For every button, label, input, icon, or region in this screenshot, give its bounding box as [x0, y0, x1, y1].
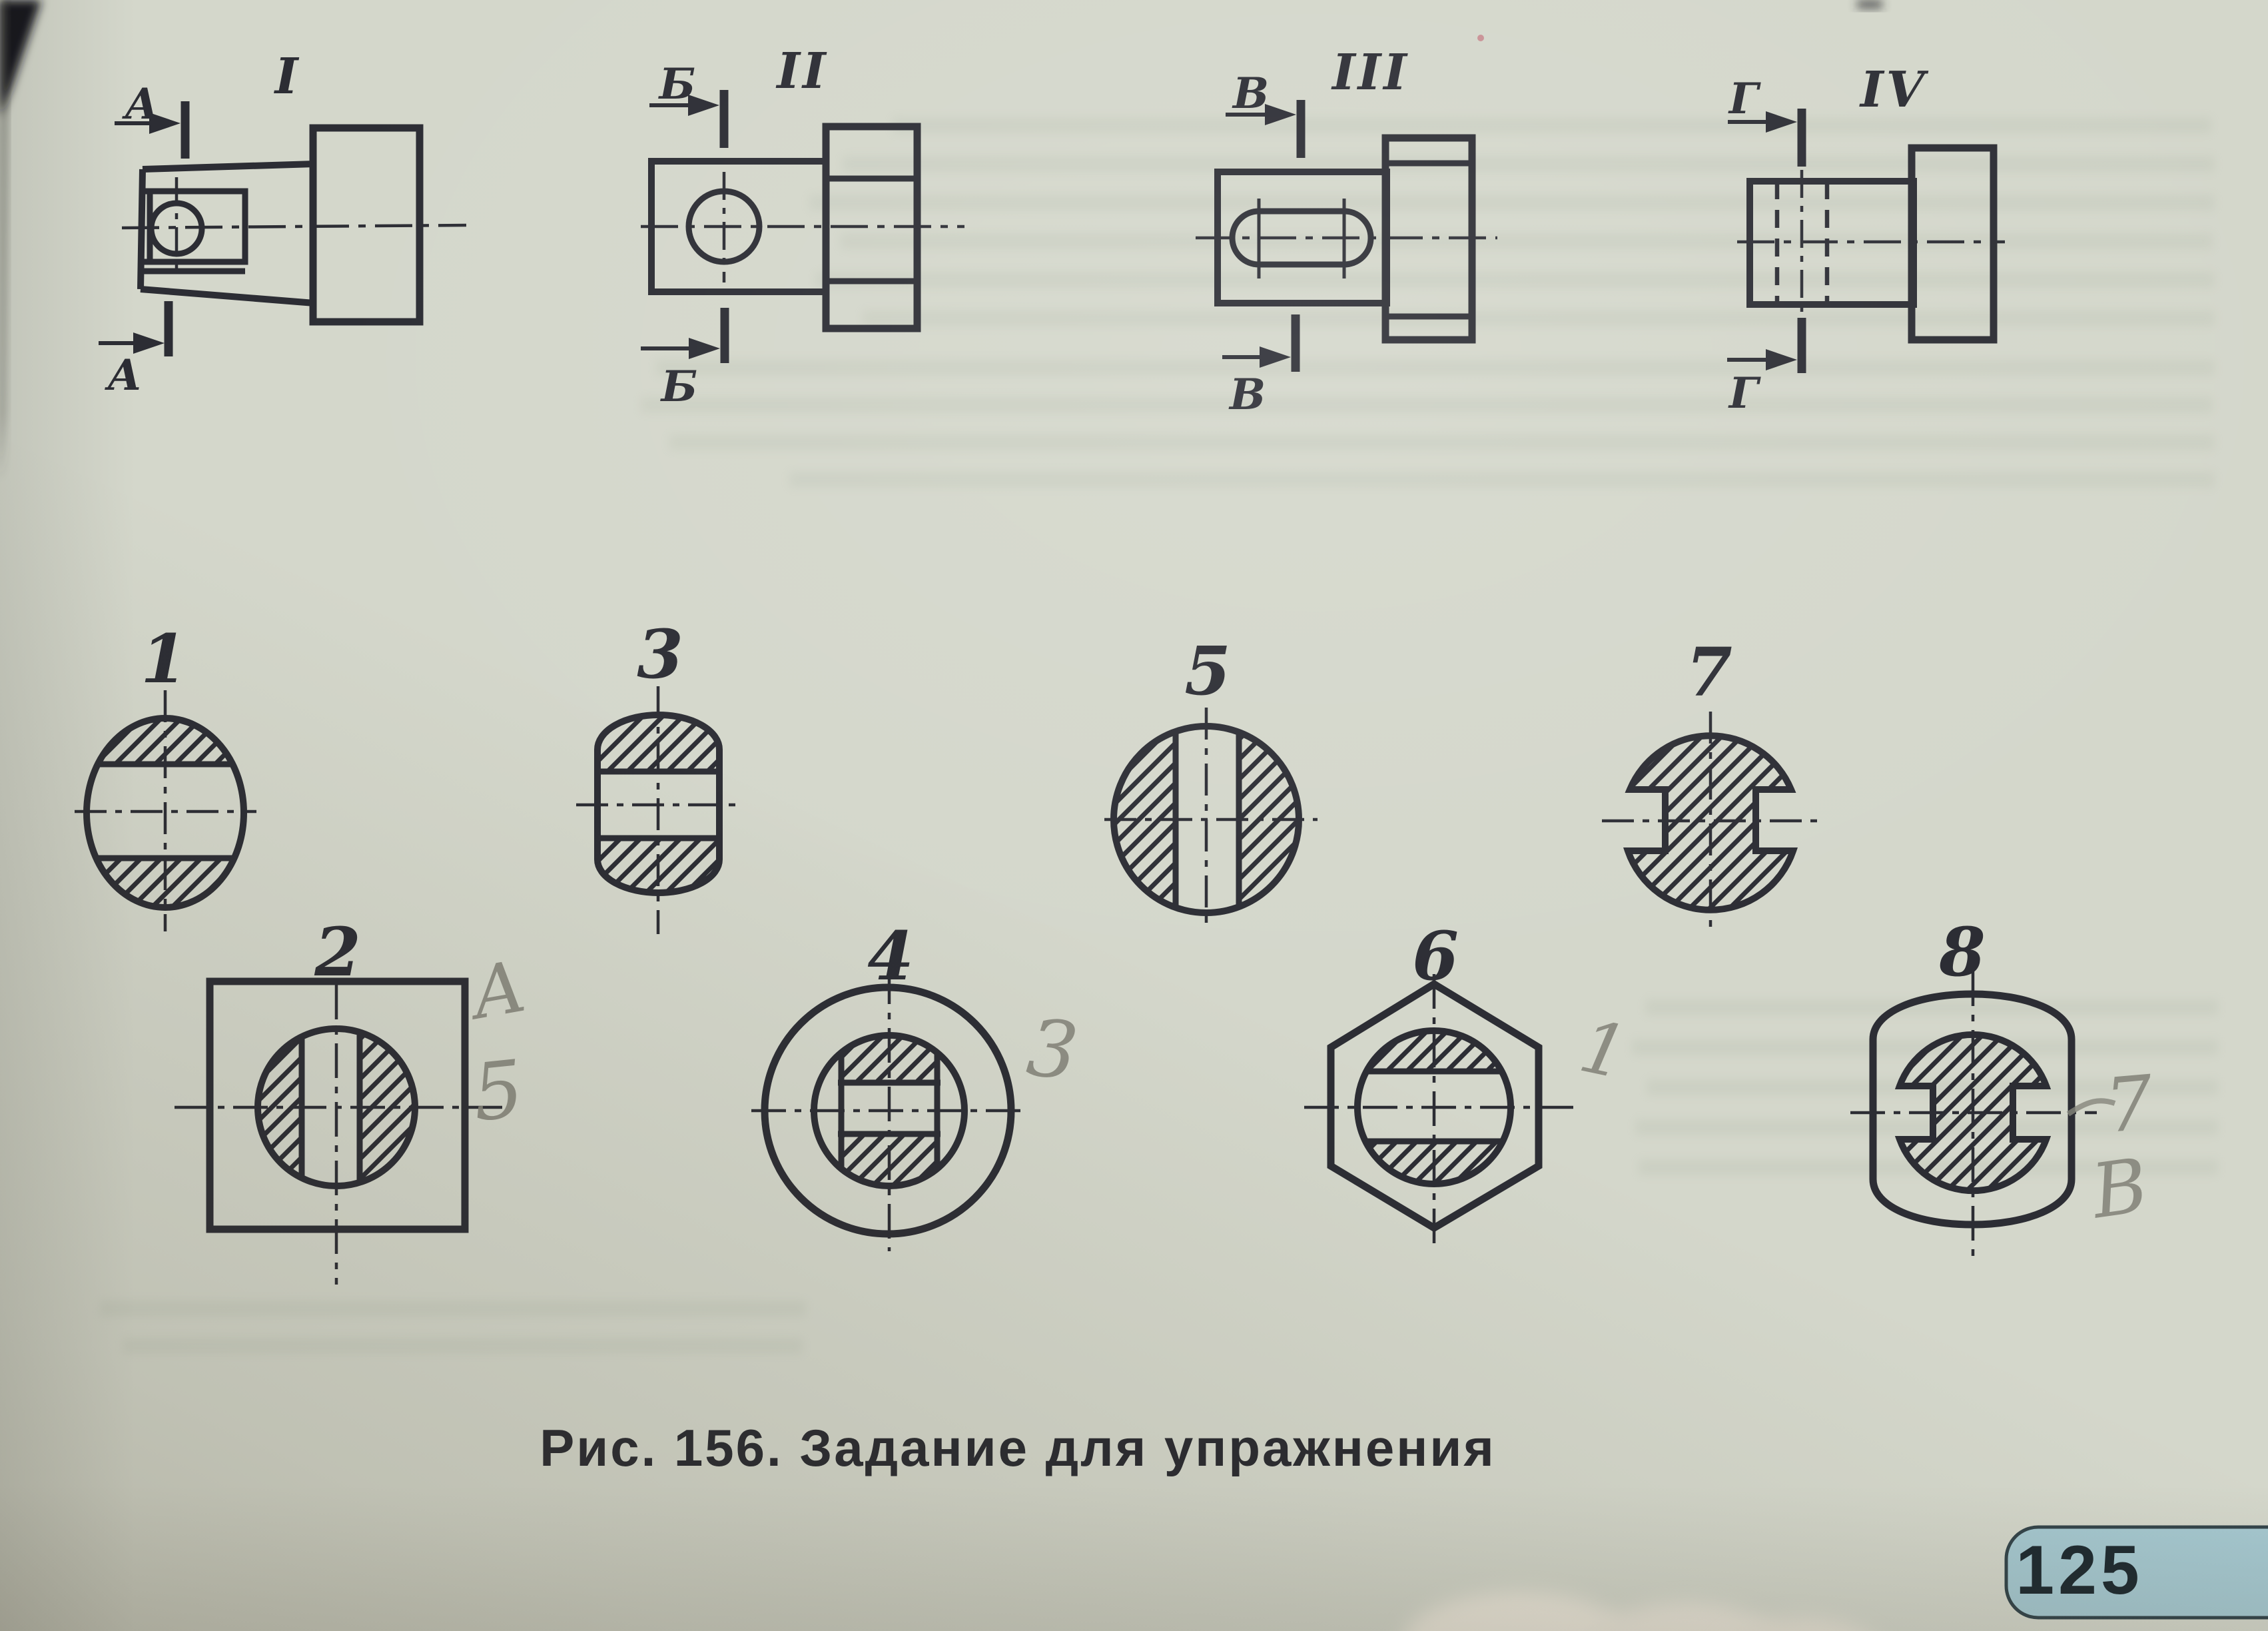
section-line-V-top: В — [1226, 69, 1306, 158]
section-outline — [594, 712, 723, 896]
left-edge-shadow — [0, 0, 8, 480]
section-3-label: 3 — [637, 615, 683, 694]
section-6: 6 — [1304, 917, 1577, 1246]
section-line-G-bottom: Г — [1727, 318, 1806, 418]
section-line-A-bottom: А — [99, 301, 173, 400]
section-letter-A-top: А — [122, 79, 159, 129]
section-letter-B-bottom: Б — [660, 362, 698, 412]
section-5-label: 5 — [1184, 632, 1231, 710]
section-line-G-top: Г — [1728, 74, 1806, 167]
section-8-label: 8 — [1938, 913, 1986, 991]
figure-caption: Рис. 156. Задание для упражнения — [540, 1418, 1496, 1477]
section-1: 1 — [75, 620, 256, 931]
drawing-I-front-view — [137, 161, 315, 306]
drawing-I: I А А — [99, 48, 467, 400]
section-letter-B-top: Б — [658, 59, 696, 109]
section-7-label: 7 — [1686, 633, 1732, 712]
section-outline-barrel — [1869, 990, 2076, 1229]
drawing-IV-numeral: IV — [1859, 61, 1929, 119]
drawing-III: III В В — [1196, 44, 1497, 420]
pencil-mark: 7 — [2102, 1059, 2157, 1150]
section-line-B-bottom: Б — [641, 308, 729, 412]
section-line-A-top: А — [115, 79, 190, 159]
section-letter-A-bottom: А — [105, 350, 142, 400]
red-speck — [1477, 35, 1484, 41]
drawing-II: II Б Б — [641, 43, 964, 412]
section-3: 3 — [576, 615, 741, 934]
section-1-label: 1 — [141, 620, 187, 698]
section-letter-V-top: В — [1232, 69, 1269, 119]
finger-highlight — [1594, 1603, 1776, 1631]
section-letter-G-bottom: Г — [1728, 368, 1761, 418]
pencil-leader-line — [2066, 1098, 2116, 1117]
section-line-V-bottom: В — [1222, 314, 1300, 420]
drawing-III-numeral: III — [1331, 44, 1409, 101]
section-4: 4 — [751, 917, 1026, 1251]
pencil-mark: А — [461, 945, 532, 1036]
photo-artifacts — [0, 0, 1882, 1631]
pencil-mark: В — [2085, 1142, 2153, 1235]
page-number: 125 — [2016, 1532, 2143, 1609]
section-8: 8 — [1850, 913, 2097, 1258]
finger-highlight — [1405, 1592, 1632, 1631]
book-edge-shadow — [0, 0, 41, 117]
drawing-IV-side-view — [1908, 144, 1998, 344]
drawing-I-side-view — [309, 124, 424, 326]
pencil-mark: 3 — [1023, 1001, 1082, 1098]
section-letter-G-top: Г — [1728, 74, 1761, 124]
page-edge-mark — [1857, 0, 1882, 9]
pencil-mark: 1 — [1573, 1005, 1635, 1096]
pencil-mark: 5 — [468, 1043, 528, 1139]
section-outline hatch-area — [1623, 732, 1798, 913]
section-7: 7 — [1602, 633, 1818, 933]
section-line-B-top: Б — [649, 59, 729, 148]
drawing-II-numeral: II — [775, 43, 828, 100]
section-letter-V-bottom: В — [1228, 370, 1266, 420]
section-5: 5 — [1104, 632, 1318, 929]
finger-highlight — [1740, 1618, 1863, 1631]
center-line-horizontal — [121, 223, 467, 230]
page-number-badge: 125 — [2004, 1525, 2268, 1620]
drawing-IV: IV Г Г — [1727, 61, 2005, 418]
section-2: 2 — [175, 913, 505, 1285]
drawing-I-numeral: I — [274, 48, 301, 105]
